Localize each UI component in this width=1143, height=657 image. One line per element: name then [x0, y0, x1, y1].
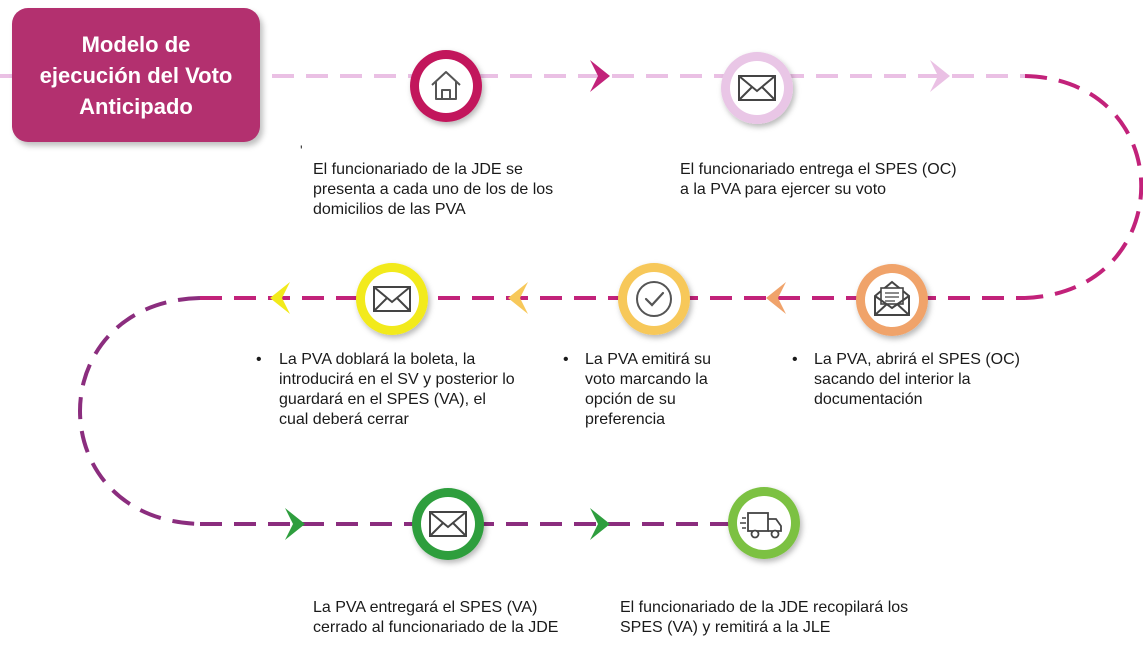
- step-5-caption: La PVA doblará la boleta, la introducirá…: [279, 351, 515, 428]
- diagram-title: Modelo de ejecución del Voto Anticipado: [39, 31, 233, 119]
- title-box: Modelo de ejecución del Voto Anticipado: [12, 8, 260, 142]
- step-7-truck-icon: [728, 487, 800, 559]
- step-1-caption: El funcionariado de la JDE se presenta a…: [313, 161, 554, 218]
- step-3-open-envelope-icon: [856, 264, 928, 336]
- step-5-bullet: •: [256, 351, 262, 368]
- stray-mark: ': [300, 142, 303, 158]
- arrow-left-1: [766, 282, 786, 314]
- step-4-bullet: •: [563, 351, 569, 368]
- step-2-caption: El funcionariado entrega el SPES (OC) a …: [680, 161, 957, 198]
- step-2-envelope-icon: [721, 52, 793, 124]
- step-3-bullet: •: [792, 351, 798, 368]
- step-4-caption: La PVA emitirá su voto marcando la opció…: [585, 351, 711, 428]
- arrow-left-3: [270, 282, 290, 314]
- left-curve-connector: [78, 296, 201, 526]
- arrow-right-4: [590, 508, 610, 540]
- step-6-caption: La PVA entregará el SPES (VA) cerrado al…: [313, 599, 559, 636]
- arrow-right-1: [590, 60, 610, 92]
- step-7-caption: El funcionariado de la JDE recopilará lo…: [620, 599, 909, 636]
- arrow-right-3: [285, 508, 305, 540]
- step-1-house-icon: [410, 50, 482, 122]
- step-6-envelope-icon: [412, 488, 484, 560]
- right-curve-connector: [1024, 74, 1143, 300]
- step-3-caption: La PVA, abrirá el SPES (OC) sacando del …: [814, 351, 1020, 408]
- step-5-envelope-icon: [356, 263, 428, 335]
- arrow-left-2: [508, 282, 528, 314]
- arrow-right-2: [930, 60, 950, 92]
- step-4-check-icon: [618, 263, 690, 335]
